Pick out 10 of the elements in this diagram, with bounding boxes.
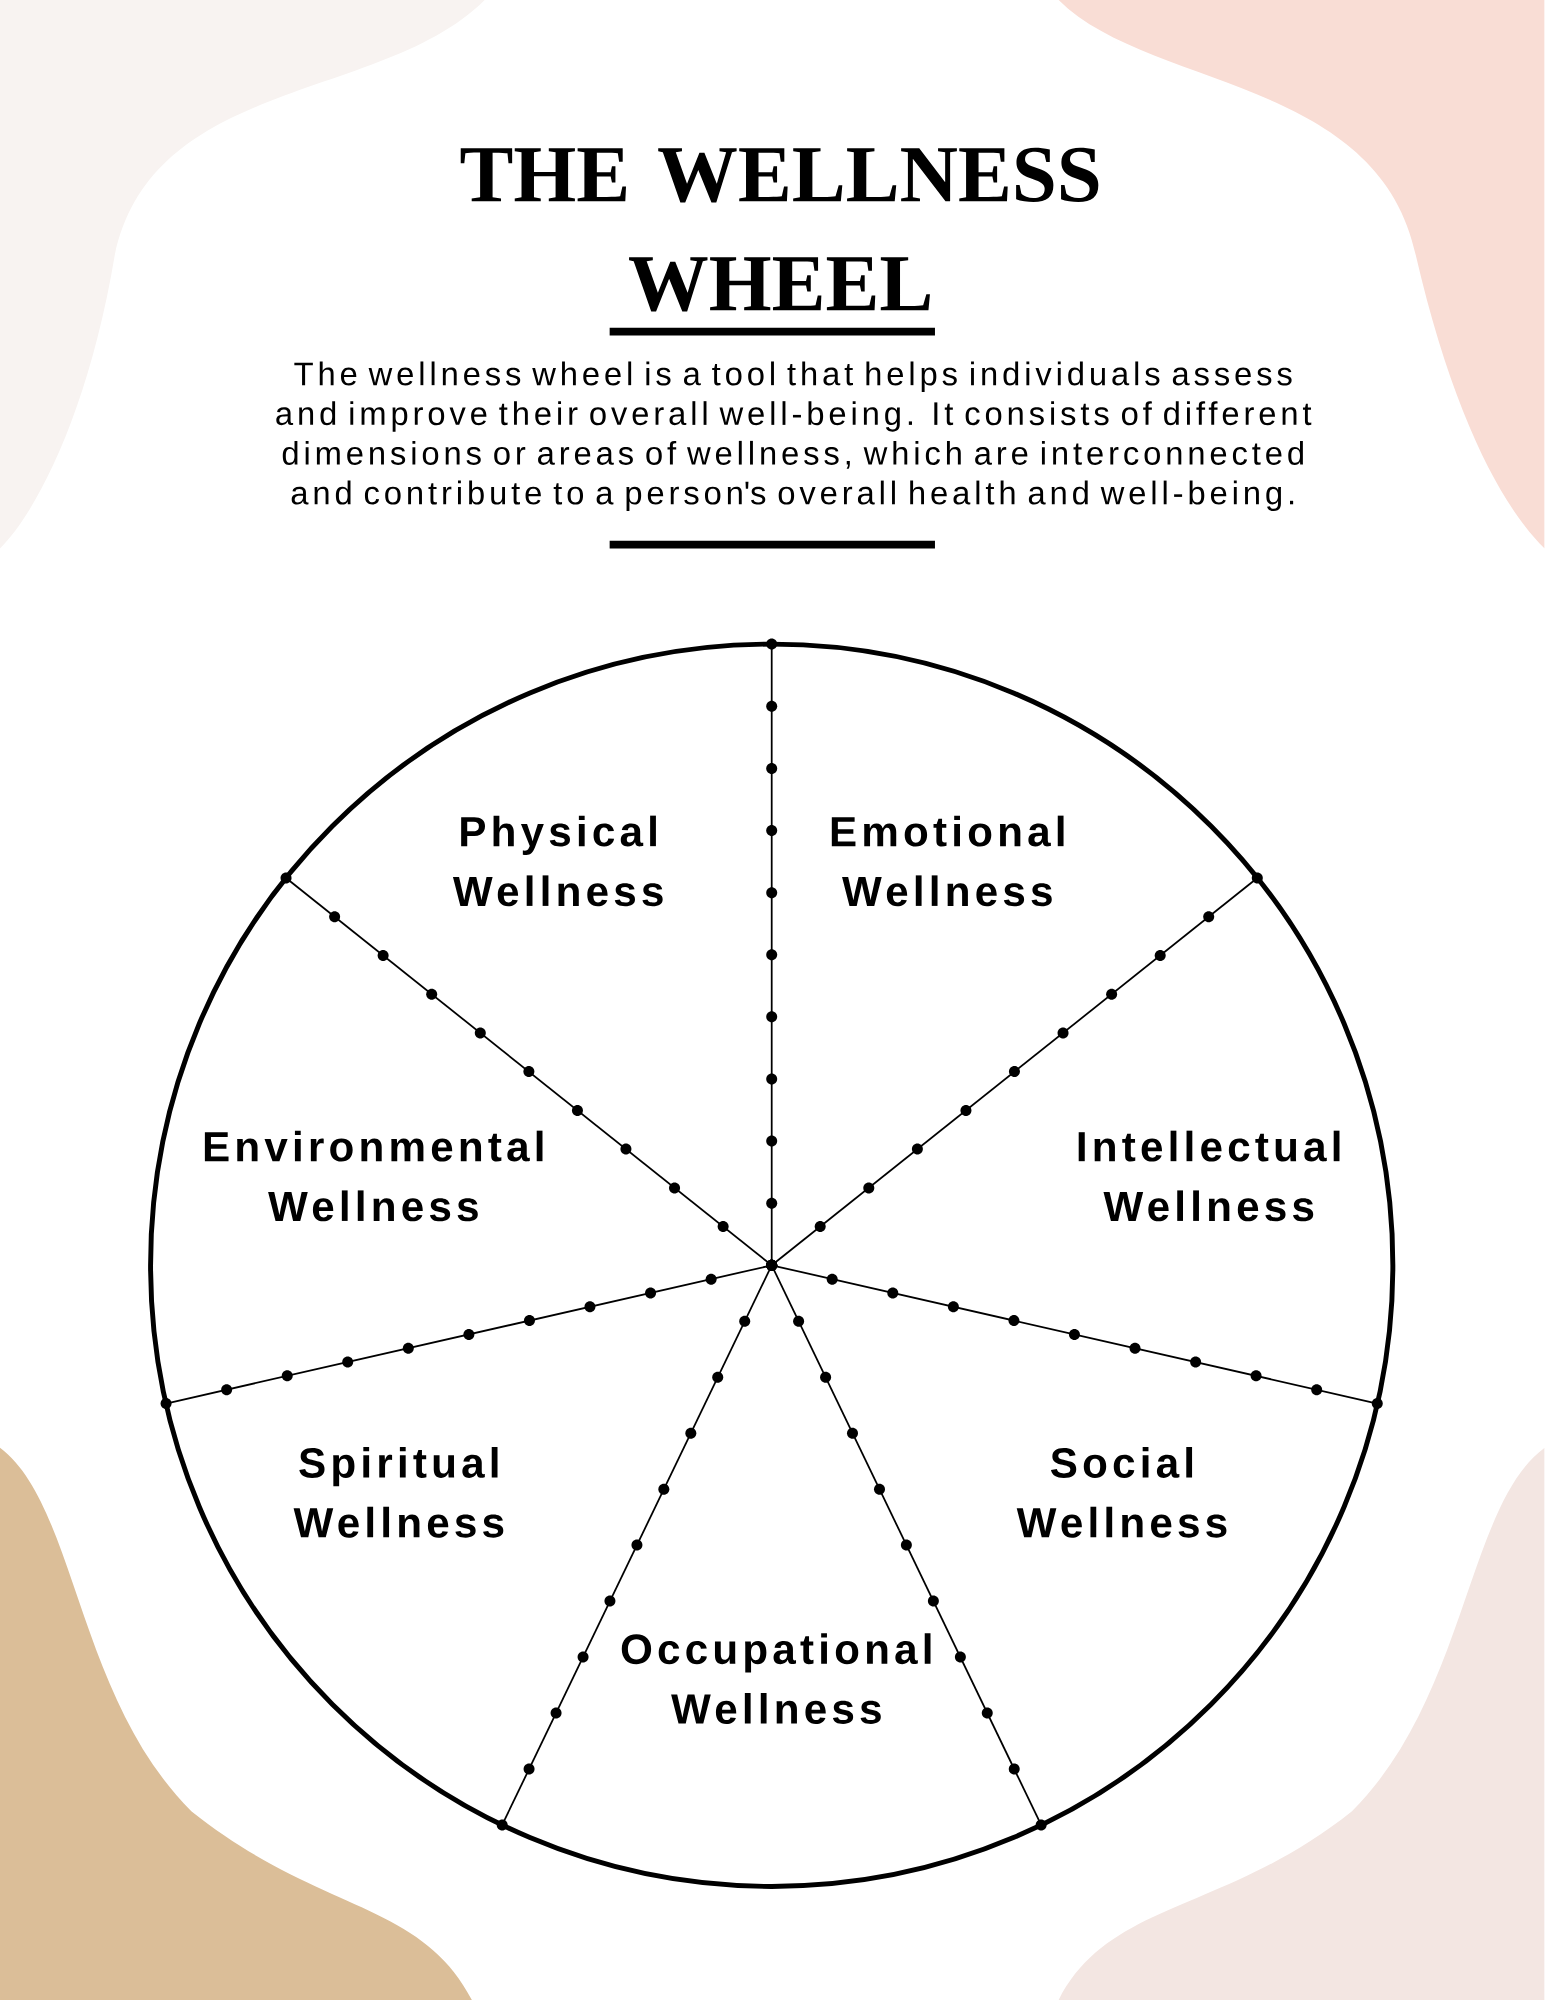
title: THE WELLNESS WHEEL [460,147,1099,312]
sector-label: Environmental Wellness [205,1130,543,1222]
wheel [148,641,1396,1889]
description: The wellness wheel is a tool that helps individuals assess and improve their overall well-being. It consists of different dimensions or areas of wellness, which are interconnected and contribute to a person's overall health and well-being. [276,361,1312,512]
sector-label: Physical Wellness [453,815,663,907]
sector-label: Spiritual Wellness [293,1447,504,1538]
sector-label: Emotional Wellness [832,815,1064,907]
sector-label: Intellectual Wellness [1078,1130,1340,1222]
sector-label: Social Wellness [1016,1447,1227,1538]
sector-label: Occupational Wellness [622,1633,931,1724]
